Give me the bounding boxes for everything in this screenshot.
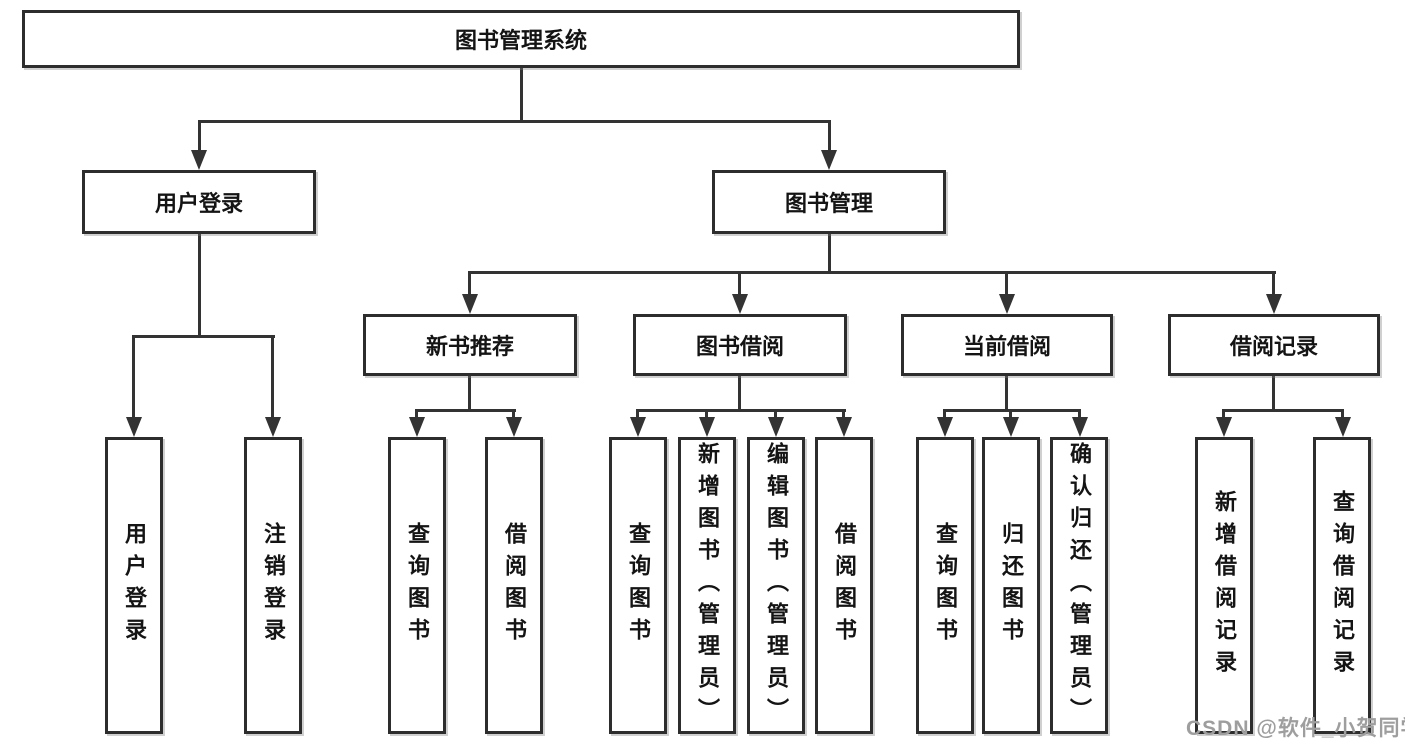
connector xyxy=(828,234,831,274)
connector xyxy=(705,409,708,421)
node-book-management: 图书管理 xyxy=(712,170,946,234)
arrow-down-icon xyxy=(409,417,425,437)
connector xyxy=(198,234,201,338)
arrow-down-icon xyxy=(768,417,784,437)
leaf-borrowing-add-books-admin: 新增图书（管理员） xyxy=(678,437,736,734)
connector xyxy=(520,68,523,120)
connector xyxy=(1272,271,1275,298)
leaf-recommend-borrow-books: 借阅图书 xyxy=(485,437,543,734)
node-borrowing-records: 借阅记录 xyxy=(1168,314,1380,376)
arrow-down-icon xyxy=(1003,417,1019,437)
arrow-down-icon xyxy=(999,294,1015,314)
leaf-logout: 注销登录 xyxy=(244,437,302,734)
connector xyxy=(1272,376,1275,412)
connector xyxy=(1222,409,1344,412)
connector xyxy=(1341,409,1344,421)
connector xyxy=(512,409,515,421)
arrow-down-icon xyxy=(1266,294,1282,314)
connector xyxy=(636,409,846,412)
arrow-down-icon xyxy=(265,417,281,437)
leaf-borrowing-borrow-books: 借阅图书 xyxy=(815,437,873,734)
connector xyxy=(943,409,1081,412)
arrow-down-icon xyxy=(732,294,748,314)
connector xyxy=(1005,271,1008,298)
arrow-down-icon xyxy=(630,417,646,437)
connector xyxy=(198,120,201,154)
connector xyxy=(1078,409,1081,421)
connector xyxy=(828,120,831,154)
arrow-down-icon xyxy=(699,417,715,437)
connector xyxy=(636,409,639,421)
connector xyxy=(1005,376,1008,412)
connector xyxy=(943,409,946,421)
node-library-management-system: 图书管理系统 xyxy=(22,10,1020,68)
connector xyxy=(842,409,845,421)
connector xyxy=(468,271,471,298)
leaf-current-confirm-return-admin: 确认归还（管理员） xyxy=(1050,437,1108,734)
arrow-down-icon xyxy=(1216,417,1232,437)
node-user-login: 用户登录 xyxy=(82,170,316,234)
leaf-recommend-query-books: 查询图书 xyxy=(388,437,446,734)
arrow-down-icon xyxy=(126,417,142,437)
leaf-user-login: 用户登录 xyxy=(105,437,163,734)
node-book-borrowing: 图书借阅 xyxy=(633,314,847,376)
arrow-down-icon xyxy=(191,150,207,170)
arrow-down-icon xyxy=(506,417,522,437)
connector xyxy=(1222,409,1225,421)
connector xyxy=(468,271,1276,274)
connector xyxy=(738,376,741,412)
connector xyxy=(132,335,135,421)
leaf-borrowing-edit-books-admin: 编辑图书（管理员） xyxy=(747,437,805,734)
arrow-down-icon xyxy=(1072,417,1088,437)
connector xyxy=(271,335,274,421)
arrow-down-icon xyxy=(1335,417,1351,437)
leaf-borrowing-query-books: 查询图书 xyxy=(609,437,667,734)
connector xyxy=(738,271,741,298)
leaf-current-query-books: 查询图书 xyxy=(916,437,974,734)
connector xyxy=(468,376,471,412)
arrow-down-icon xyxy=(462,294,478,314)
connector xyxy=(1009,409,1012,421)
leaf-records-query-borrow-record: 查询借阅记录 xyxy=(1313,437,1371,734)
connector xyxy=(774,409,777,421)
arrow-down-icon xyxy=(821,150,837,170)
node-current-borrowing: 当前借阅 xyxy=(901,314,1113,376)
csdn-watermark: CSDN @软件_小贺同学 xyxy=(1186,717,1405,740)
leaf-current-return-books: 归还图书 xyxy=(982,437,1040,734)
connector xyxy=(198,120,830,123)
connector xyxy=(415,409,418,421)
leaf-records-add-borrow-record: 新增借阅记录 xyxy=(1195,437,1253,734)
connector xyxy=(415,409,516,412)
node-new-book-recommendation: 新书推荐 xyxy=(363,314,577,376)
connector xyxy=(132,335,275,338)
arrow-down-icon xyxy=(836,417,852,437)
arrow-down-icon xyxy=(937,417,953,437)
